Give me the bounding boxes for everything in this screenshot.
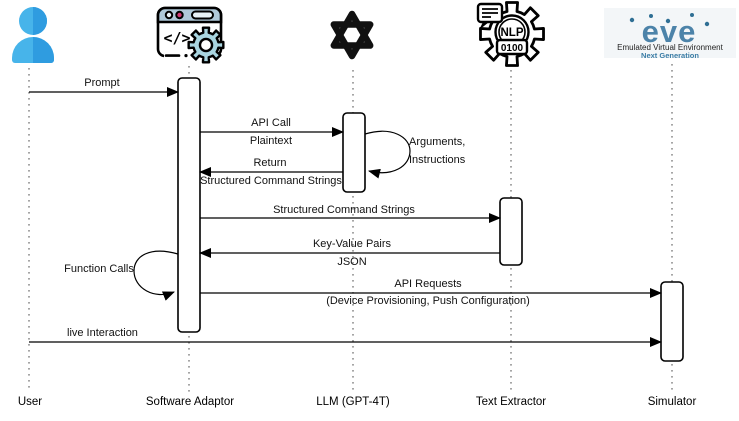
- arrow-self-loop-llm: [364, 130, 411, 179]
- nlp-text: NLP: [501, 27, 524, 39]
- arrow-self-loop-function-calls: [133, 250, 179, 301]
- label-prompt: Prompt: [84, 77, 120, 89]
- eve-tagline: Next Generation: [641, 51, 699, 60]
- label-json: JSON: [337, 256, 367, 268]
- window-pill: [191, 10, 214, 20]
- label-plaintext: Plaintext: [249, 135, 293, 147]
- eve-network-dots: [629, 13, 710, 27]
- participant-label-llm: LLM (GPT-4T): [316, 396, 390, 408]
- label-structured-command-strings: Structured Command Strings: [273, 204, 415, 216]
- label-function-calls: Function Calls: [64, 263, 134, 275]
- window-dot-2: [175, 10, 184, 20]
- window-dot-1: [164, 10, 174, 20]
- nlp-code-text: 0100: [501, 43, 524, 54]
- label-live-interaction: live Interaction: [67, 327, 138, 339]
- user-icon: [12, 7, 54, 63]
- nlp-gear-icon: NLP 0100: [476, 2, 544, 65]
- label-api-requests-sublabel: (Device Provisioning, Push Configuration…: [326, 295, 530, 307]
- activation-llm: [342, 112, 366, 193]
- activation-text-extractor: [499, 197, 523, 266]
- adaptor-gear-icon: [189, 28, 224, 63]
- participant-label-user: User: [17, 396, 43, 408]
- activation-simulator: [660, 281, 684, 362]
- label-arguments: Arguments,: [409, 136, 466, 148]
- participant-label-simulator: Simulator: [647, 396, 697, 408]
- eve-logo: eve Emulated Virtual Environment Next Ge…: [604, 8, 736, 60]
- openai-logo-icon: [330, 10, 374, 60]
- eve-subtitle: Emulated Virtual Environment: [617, 43, 723, 52]
- label-return-sublabel: Structured Command Strings: [200, 175, 342, 187]
- participant-label-text-extractor: Text Extractor: [475, 396, 547, 408]
- label-api-requests: API Requests: [394, 278, 462, 290]
- browser-code-gear-icon: </>: [156, 6, 224, 63]
- label-key-value-pairs: Key-Value Pairs: [312, 238, 392, 250]
- speech-bubble-icon: [476, 2, 504, 30]
- activation-software-adaptor: [177, 77, 201, 333]
- label-api-call: API Call: [251, 117, 291, 129]
- label-return: Return: [253, 157, 287, 169]
- code-glyph: </>: [163, 29, 190, 47]
- label-instructions: Instructions: [409, 154, 466, 166]
- participant-label-software-adaptor: Software Adaptor: [145, 396, 235, 408]
